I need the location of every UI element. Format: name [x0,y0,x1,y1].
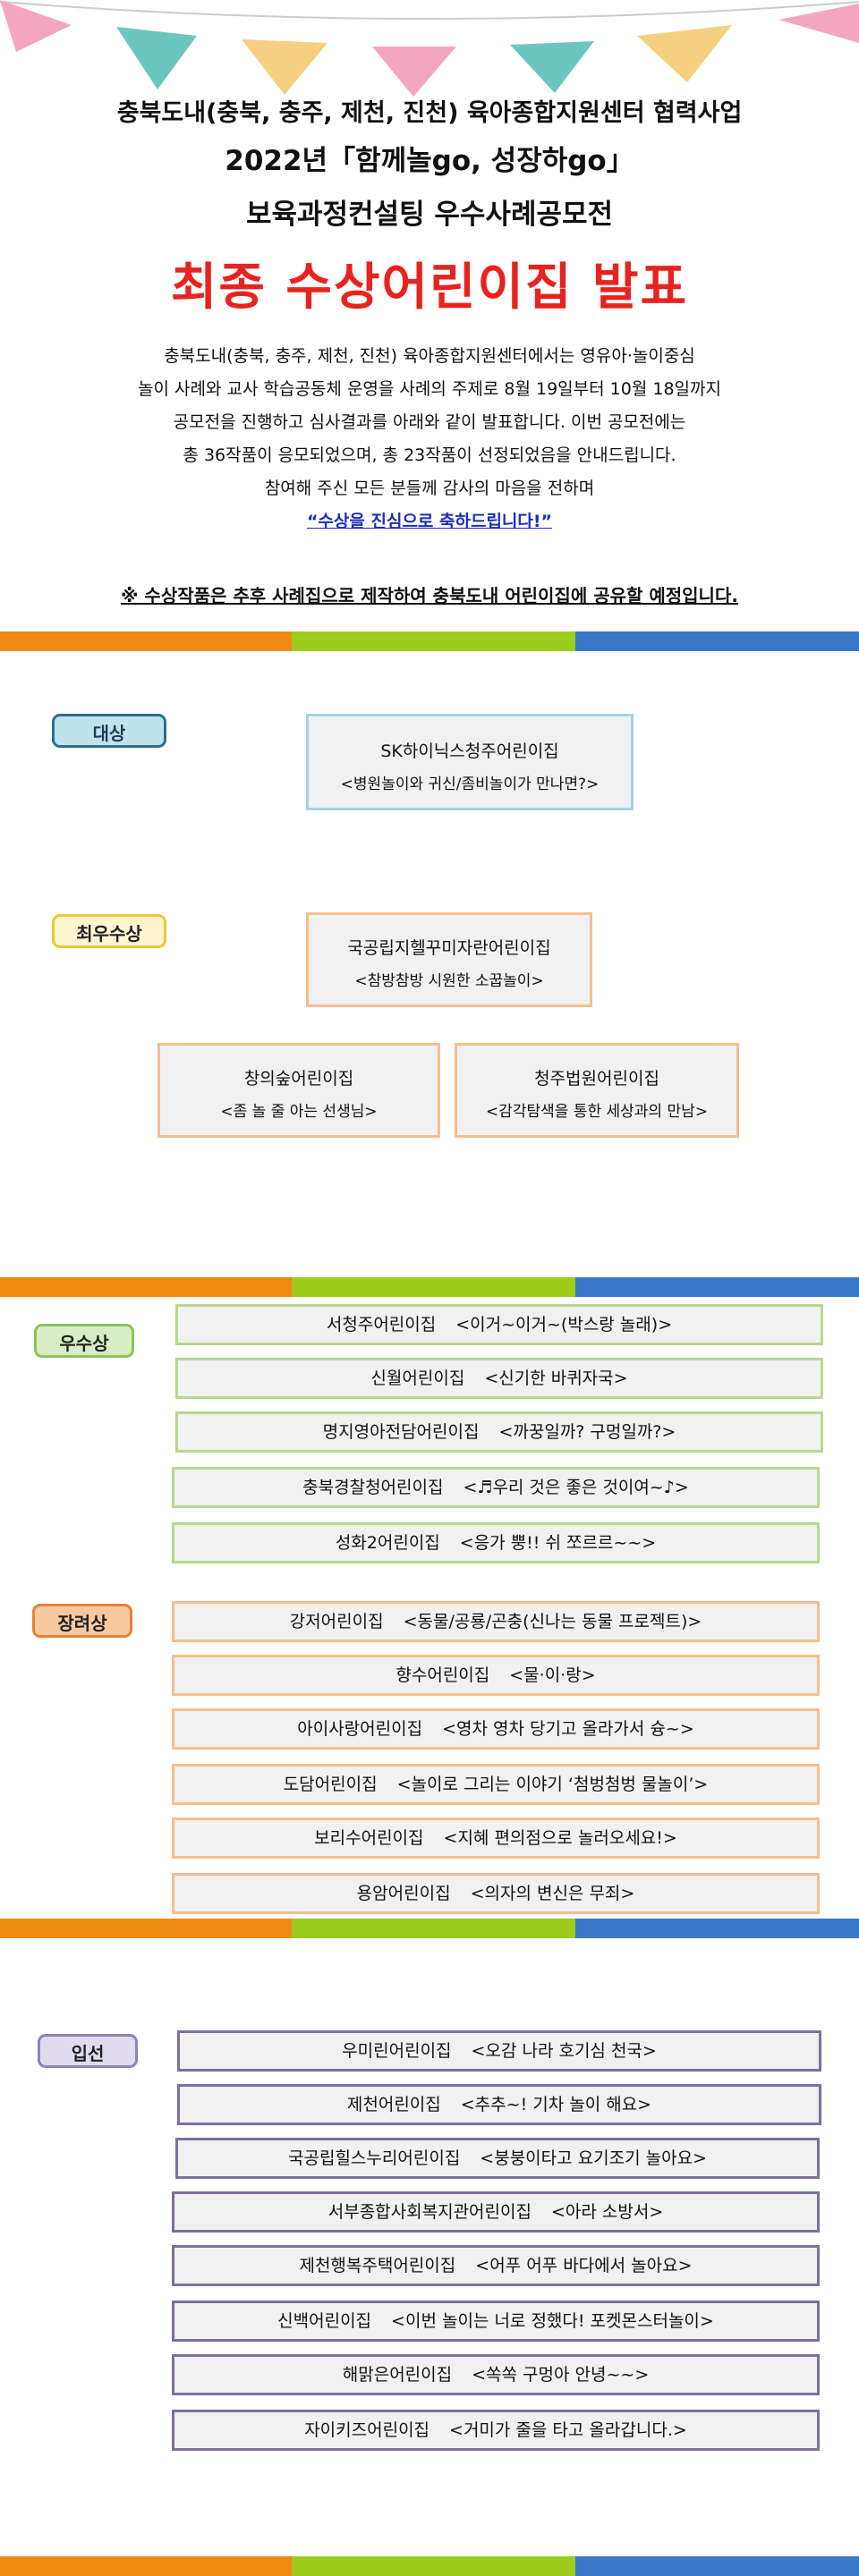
work-title: <아라 소방서> [550,2202,664,2222]
center-name: 명지영아전담어린이집 [322,1422,480,1442]
work-title: <이번 놀이는 너로 정했다! 포켓몬스터놀이> [391,2311,714,2331]
center-name: 성화2어린이집 [335,1533,440,1553]
divider-stripe [0,631,859,651]
work-title: <병원놀이와 귀신/좀비놀이가 만나면?> [340,775,600,793]
work-title: <신기한 바퀴자국> [484,1368,628,1388]
work-title: <영차 영차 당기고 올라가서 슝~> [442,1719,694,1739]
center-name: 서부종합사회복지관어린이집 [327,2202,532,2222]
header-line1: 충북도내(충북, 충주, 제천, 진천) 육아종합지원센터 협력사업 [116,99,743,127]
divider-stripe [0,2556,859,2576]
work-title: <추추~! 기차 놀이 해요> [460,2095,652,2114]
award-row-jang: 강저어린이집 <동물/공룡/곤충(신나는 동물 프로젝트)> [172,1601,820,1642]
page-title: 최종 수상어린이집 발표 [170,258,689,317]
center-name: 아이사랑어린이집 [297,1719,423,1739]
intro-line: 공모전을 진행하고 심사결과를 아래와 같이 발표합니다. 이번 공모전에는 [173,412,686,432]
work-title: <까꿍일까? 구멍일까?> [498,1422,676,1442]
center-name: 용암어린이집 [356,1884,451,1903]
award-card-daesang: SK하이닉스청주어린이집 <병원놀이와 귀신/좀비놀이가 만나면?> [306,714,634,810]
center-name: 서청주어린이집 [326,1315,437,1335]
award-label-woosu: 우수상 [34,1324,134,1358]
pennant-flag [372,47,456,97]
work-title: <♬우리 것은 좋은 것이여~♪> [463,1478,689,1497]
divider-stripe [0,1919,859,1938]
award-row-ipseon: 신백어린이집 <이번 놀이는 너로 정했다! 포켓몬스터놀이> [172,2301,820,2342]
center-name: 제천어린이집 [346,2095,441,2114]
work-title: <이거~이거~(박스랑 놀래)> [455,1315,673,1335]
work-title: <좀 놀 줄 아는 선생님> [220,1103,378,1121]
work-title: <참방참방 시원한 소꿉놀이> [354,972,544,990]
center-name: 신월어린이집 [370,1368,465,1388]
award-label-choiwoo: 최우수상 [52,914,166,948]
award-card-choiwoo: 청주법원어린이집 <감각탐색을 통한 세상과의 만남> [455,1043,739,1138]
header-line2: 2022년「함께놀go, 성장하go」 [225,145,634,177]
center-name: 도담어린이집 [283,1775,378,1794]
header-line3: 보육과정컨설팅 우수사례공모전 [245,199,614,231]
work-title: <오감 나라 호기심 천국> [471,2041,657,2061]
award-row-jang: 도담어린이집 <놀이로 그리는 이야기 ‘첨벙첨벙 물놀이’> [172,1764,820,1805]
notice-text: ※ 수상작품은 추후 사례집으로 제작하여 충북도내 어린이집에 공유할 예정입… [121,585,738,606]
work-title: <지혜 편의점으로 놀러오세요!> [443,1828,677,1848]
center-name: 자이키즈어린이집 [304,2420,430,2440]
award-row-woosu: 성화2어린이집 <응가 뿡!! 쉬 쪼르르~~> [172,1522,820,1563]
divider-stripe [0,1277,859,1297]
work-title: <쏙쏙 구멍아 안녕~~> [472,2365,650,2385]
center-name: 청주법원어린이집 [534,1069,659,1089]
work-title: <물·이·랑> [509,1665,596,1685]
center-name: 강저어린이집 [289,1612,384,1631]
award-card-choiwoo: 국공립지헬꾸미자란어린이집 <참방참방 시원한 소꿉놀이> [306,912,592,1007]
award-label-ipseon: 입선 [38,2034,138,2068]
award-row-ipseon: 해맑은어린이집 <쏙쏙 구멍아 안녕~~> [172,2354,820,2395]
award-row-ipseon: 국공립힐스누리어린이집 <붕붕이타고 요기조기 놀아요> [175,2138,820,2179]
award-row-ipseon: 제천어린이집 <추추~! 기차 놀이 해요> [177,2084,821,2125]
center-name: 우미린어린이집 [342,2041,452,2061]
award-row-woosu: 신월어린이집 <신기한 바퀴자국> [175,1358,823,1399]
award-row-woosu: 명지영아전담어린이집 <까꿍일까? 구멍일까?> [175,1411,823,1453]
award-row-woosu: 충북경찰청어린이집 <♬우리 것은 좋은 것이여~♪> [172,1467,820,1508]
work-title: <거미가 줄을 타고 올라갑니다.> [449,2420,687,2440]
pennant-flag [778,4,859,43]
award-row-jang: 보리수어린이집 <지혜 편의점으로 놀러오세요!> [172,1818,820,1859]
intro-line: 참여해 주신 모든 분들께 감사의 마음을 전하며 [264,479,595,498]
center-name: 해맑은어린이집 [342,2365,453,2385]
intro-line: 놀이 사례와 교사 학습공동체 운영을 사례의 주제로 8월 19일부터 10월… [138,379,721,399]
center-name: 신백어린이집 [277,2311,372,2331]
work-title: <동물/공룡/곤충(신나는 동물 프로젝트)> [403,1612,702,1631]
award-row-jang: 용암어린이집 <의자의 변신은 무죄> [172,1873,820,1914]
congrats-text: “수상을 진심으로 축하드립니다!” [306,512,553,531]
center-name: 제천행복주택어린이집 [299,2256,456,2275]
center-name: 향수어린이집 [395,1665,490,1685]
pennant-flag [510,41,594,93]
award-row-ipseon: 자이키즈어린이집 <거미가 줄을 타고 올라갑니다.> [172,2410,820,2451]
center-name: 국공립지헬꾸미자란어린이집 [347,938,551,958]
center-name: SK하이닉스청주어린이집 [380,741,559,761]
pennant-garland [0,0,859,97]
center-name: 보리수어린이집 [314,1828,424,1848]
work-title: <붕붕이타고 요기조기 놀아요> [480,2148,707,2168]
pennant-flag [0,0,72,52]
intro-line: 총 36작품이 응모되었으며, 총 23작품이 선정되었음을 안내드립니다. [183,445,676,465]
work-title: <응가 뿡!! 쉬 쪼르르~~> [459,1533,657,1553]
work-title: <어푸 어푸 바다에서 놀아요> [475,2256,693,2275]
award-row-jang: 아이사랑어린이집 <영차 영차 당기고 올라가서 슝~> [172,1708,820,1750]
intro-line: 충북도내(충북, 충주, 제천, 진천) 육아종합지원센터에서는 영유아·놀이중… [164,346,695,366]
center-name: 충북경찰청어린이집 [302,1478,444,1497]
pennant-flag [637,25,732,82]
award-row-ipseon: 제천행복주택어린이집 <어푸 어푸 바다에서 놀아요> [172,2245,820,2286]
award-card-choiwoo: 창의숲어린이집 <좀 놀 줄 아는 선생님> [157,1043,440,1138]
award-row-jang: 향수어린이집 <물·이·랑> [172,1655,820,1696]
award-label-daesang: 대상 [52,714,166,748]
award-row-woosu: 서청주어린이집 <이거~이거~(박스랑 놀래)> [175,1304,823,1345]
center-name: 창의숲어린이집 [243,1069,354,1089]
work-title: <감각탐색을 통한 세상과의 만남> [485,1103,709,1121]
pennant-flag [116,27,197,89]
intro-text: 충북도내(충북, 충주, 제천, 진천) 육아종합지원센터에서는 영유아·놀이중… [0,340,859,538]
award-label-jang: 장려상 [32,1604,132,1638]
pennant-flag [242,39,327,95]
center-name: 국공립힐스누리어린이집 [288,2148,461,2168]
award-row-ipseon: 우미린어린이집 <오감 나라 호기심 천국> [177,2030,821,2072]
work-title: <의자의 변신은 무죄> [470,1884,635,1903]
work-title: <놀이로 그리는 이야기 ‘첨벙첨벙 물놀이’> [396,1775,709,1794]
award-row-ipseon: 서부종합사회복지관어린이집 <아라 소방서> [172,2191,820,2233]
